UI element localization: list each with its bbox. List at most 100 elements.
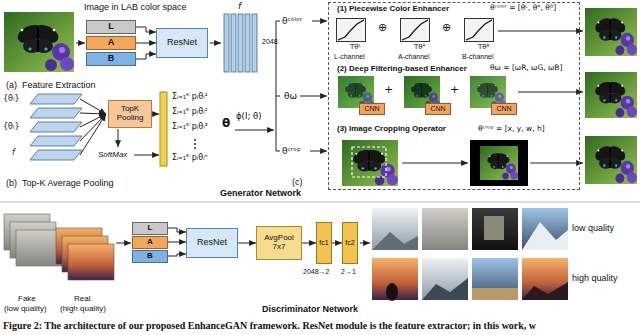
sample-photo (522, 208, 568, 250)
flow-arrow (116, 243, 131, 244)
cnn-box: CNN (491, 103, 517, 115)
flow-arrow (118, 129, 119, 147)
real-photo (56, 228, 114, 280)
flow-connector (168, 228, 186, 232)
ellipsis-dots (194, 139, 196, 141)
channel-band: A (86, 36, 136, 50)
box-label: B (108, 54, 115, 64)
flow-arrow (312, 21, 327, 22)
math-symbol: ϕ(I; θ) (236, 112, 262, 122)
result-photo (585, 8, 637, 56)
math-symbol: f (12, 148, 15, 157)
annotation: Generator Network (220, 188, 301, 198)
annotation: Image in LAB color space (84, 2, 187, 12)
crop-photo (352, 147, 386, 177)
annotation: (high quality) (60, 304, 106, 313)
fc-layer: fc2 (342, 222, 358, 264)
flow-arrow (210, 43, 221, 44)
flow-arrow (310, 151, 327, 152)
ellipsis-dots (194, 147, 196, 149)
flow-arrow (518, 92, 583, 93)
math-symbol: θᶜᵒˡᵒʳ (282, 16, 302, 26)
math-symbol: Tθᴸ (350, 43, 361, 51)
annotation: high quality (572, 273, 618, 283)
math-symbol: θᶜʳᵒᵖ = [x, y, w, h] (478, 125, 545, 134)
annotation: SoftMax (98, 150, 127, 159)
math-symbol: + (384, 84, 393, 97)
flow-connector (168, 242, 186, 243)
box-label: ResNet (167, 38, 197, 48)
box-label: CNN (430, 105, 445, 113)
feature-vector (224, 14, 257, 72)
sample-photo (422, 278, 468, 300)
feature-vector (245, 14, 250, 72)
crop-photo (342, 140, 528, 186)
annotation: 2048 (262, 38, 278, 46)
annotation: 2→1 (341, 268, 356, 276)
box-label: CNN (364, 105, 379, 113)
annotation: Discriminator Network (262, 304, 358, 314)
annotation: (a) (6, 80, 17, 90)
curve-plot (401, 19, 430, 42)
channel-band: L (132, 222, 168, 235)
flow-connector (238, 243, 256, 244)
crop-photo (480, 146, 518, 180)
real-photo (68, 244, 114, 280)
flow-connector (136, 27, 156, 32)
flow-arrow (235, 130, 274, 131)
box-label: AvgPool 7x7 (260, 234, 298, 252)
flow-arrow (76, 21, 583, 243)
math-symbol: θω = [ωR, ωG, ωB] (490, 64, 562, 73)
weight-bar (160, 92, 167, 166)
flow-arrow (360, 243, 370, 244)
math-symbol: ⊕ (442, 22, 451, 35)
crop-photo (470, 140, 528, 186)
cnn-box: CNN (425, 103, 451, 115)
flow-arrow (530, 163, 583, 164)
separator (0, 202, 640, 203)
feature-layer (30, 108, 82, 118)
math-symbol: Tθᴮ (478, 43, 490, 51)
flow-arrow (80, 113, 106, 114)
cnn-box: CNN (359, 103, 385, 115)
flow-arrow (300, 96, 327, 97)
input-photo (4, 12, 74, 72)
math-symbol: θω (284, 91, 297, 101)
separator (0, 202, 640, 203)
channel-band: L (86, 20, 136, 34)
annotation: Feature Extraction (22, 80, 96, 90)
feature-layer (30, 150, 82, 160)
crop-photo (342, 140, 398, 186)
pooling-box: TopK Pooling (108, 100, 152, 128)
flow-arrow (80, 114, 106, 155)
flow-arrow (80, 114, 106, 141)
pooling-box: AvgPool 7x7 (256, 226, 302, 260)
flow-connector (332, 243, 342, 244)
flow-arrow (153, 114, 159, 115)
math-symbol: θᶜᵒˡᵒʳ = [θᴸ, θᴬ, θᴮ] (490, 4, 556, 13)
annotation: Top-K Average Pooling (22, 178, 113, 188)
sample-photo (472, 258, 518, 300)
sample-photo (372, 232, 418, 250)
sample-photo (522, 282, 568, 300)
annotation: A-channel (398, 53, 430, 61)
feature-vector (224, 14, 229, 72)
sample-photo (386, 283, 398, 301)
sample-photo (472, 208, 518, 250)
sample-photo (372, 208, 418, 250)
fake-photo (4, 214, 62, 266)
flow-arrow (498, 31, 583, 32)
panel-title: (1) Piecewise Color Enhancer (337, 5, 449, 14)
channel-band: A (132, 236, 168, 249)
network-box: ResNet (156, 28, 208, 58)
box-label: fc2 (345, 239, 354, 247)
box-label: L (108, 22, 114, 32)
annotation: (low quality) (4, 304, 47, 313)
feature-vector (252, 14, 257, 72)
sample-photo (484, 216, 504, 240)
math-symbol: Σᵢ₌₁ᴷ pᵢθᵢ¹ (172, 92, 208, 101)
result-photo (585, 72, 637, 118)
